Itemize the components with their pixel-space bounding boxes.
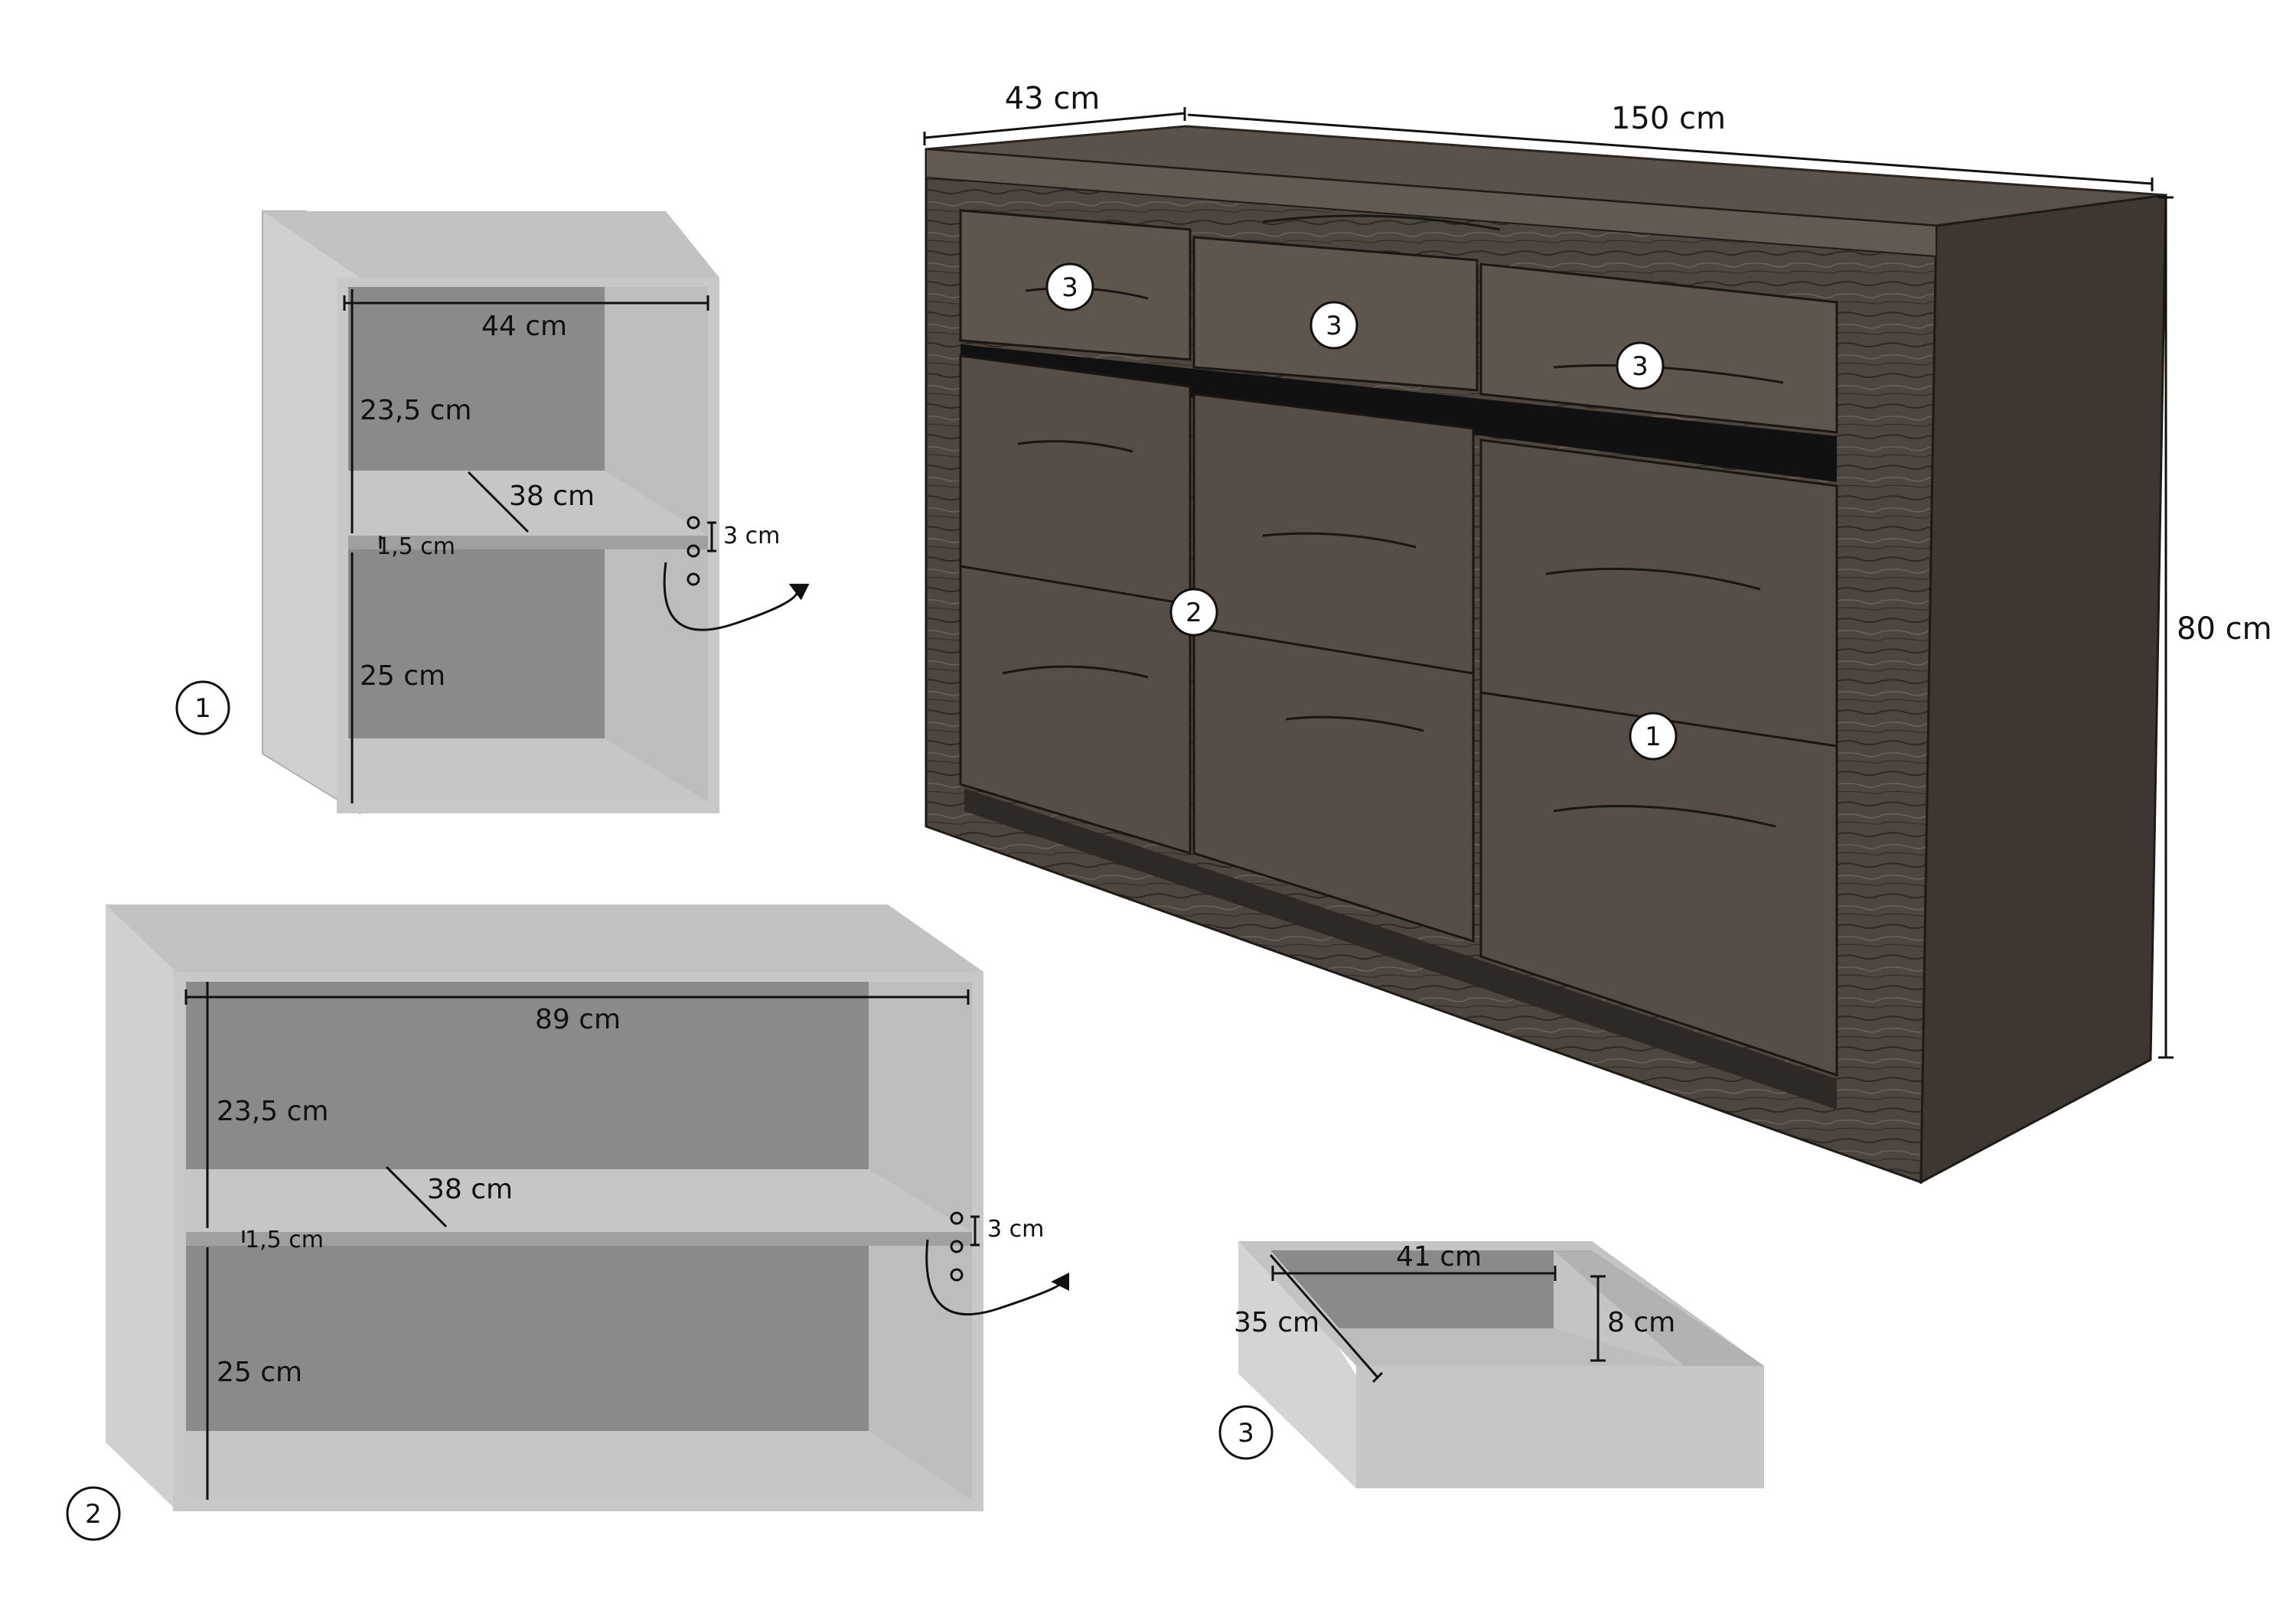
- callout-drawer-right: 3: [1616, 341, 1665, 390]
- detail-1-hole-spacing-label: 3 cm: [723, 523, 780, 549]
- detail-3-width-label: 41 cm: [1396, 1241, 1482, 1273]
- svg-text:2: 2: [1186, 598, 1202, 628]
- callout-drawer-center: 3: [1309, 301, 1358, 350]
- detail-2-lower-height-label: 25 cm: [217, 1357, 302, 1388]
- sideboard-illustration: 3 3 3 2 1 43 cm 150 cm 80 cm: [923, 81, 2272, 1185]
- detail-3-drawer: 41 cm 8 cm 35 cm 3: [1218, 1241, 1764, 1488]
- callout-center-doors: 2: [1169, 588, 1218, 637]
- detail-2-upper-height-label: 23,5 cm: [217, 1096, 328, 1127]
- detail-2-number: 2: [66, 1486, 121, 1541]
- detail-2-shelf-thickness-label: 1,5 cm: [245, 1227, 324, 1253]
- drawer-right: [1479, 262, 1838, 434]
- detail-1-width-label: 44 cm: [481, 311, 567, 342]
- callout-drawer-left: 3: [1045, 262, 1094, 311]
- detail-2-shelf-depth-label: 38 cm: [427, 1174, 513, 1205]
- detail-3-number: 3: [1218, 1405, 1274, 1460]
- detail-2-cabinet: 89 cm 23,5 cm 38 cm 1,5 cm 25 cm 3 cm 2: [66, 904, 1070, 1541]
- svg-text:1: 1: [194, 693, 211, 724]
- callout-door: 1: [1629, 712, 1678, 761]
- svg-text:3: 3: [1632, 351, 1649, 382]
- door-center: [1192, 393, 1475, 943]
- sideboard-side: [1919, 194, 2167, 1185]
- sideboard-depth-label: 43 cm: [1005, 81, 1101, 116]
- detail-1-cabinet: 44 cm 23,5 cm 38 cm 1,5 cm 25 cm 3 cm 1: [175, 210, 810, 815]
- drawer-gap: [960, 344, 1837, 482]
- sideboard-height-label: 80 cm: [2177, 611, 2272, 647]
- svg-text:2: 2: [85, 1499, 102, 1530]
- detail-1-lower-height-label: 25 cm: [360, 660, 445, 692]
- svg-text:3: 3: [1062, 272, 1078, 303]
- detail-2-hole-spacing-label: 3 cm: [987, 1216, 1044, 1243]
- svg-text:3: 3: [1326, 311, 1342, 341]
- detail-3-depth-label: 35 cm: [1234, 1307, 1319, 1338]
- detail-1-shelf-depth-label: 38 cm: [509, 481, 595, 512]
- svg-text:1: 1: [1645, 722, 1662, 752]
- door-left: [959, 354, 1192, 855]
- svg-text:3: 3: [1238, 1418, 1254, 1449]
- detail-1-number: 1: [175, 680, 230, 735]
- detail-1-upper-height-label: 23,5 cm: [360, 395, 471, 426]
- sideboard-top-edge: [925, 148, 1937, 258]
- sideboard-plinth: [964, 788, 1837, 1110]
- detail-3-height-label: 8 cm: [1607, 1307, 1675, 1338]
- detail-2-width-label: 89 cm: [535, 1004, 621, 1035]
- sideboard-width-label: 150 cm: [1611, 101, 1726, 136]
- detail-1-shelf-thickness-label: 1,5 cm: [377, 533, 455, 560]
